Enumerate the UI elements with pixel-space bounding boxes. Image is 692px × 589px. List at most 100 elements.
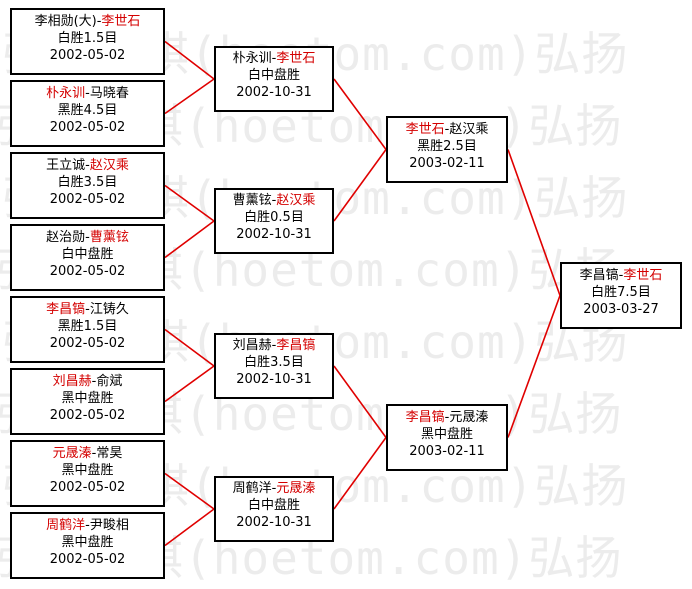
- match-result: 黑中盘胜: [420, 427, 473, 442]
- match-result: 白胜3.5目: [244, 355, 304, 370]
- match-date: 2002-05-02: [49, 480, 126, 495]
- match-result: 黑中盘胜: [61, 463, 114, 478]
- player-black: 刘昌赫: [232, 338, 272, 353]
- player-white: 曹薰铉: [89, 230, 129, 245]
- match-result: 黑胜2.5目: [417, 139, 477, 154]
- match-r2-3[interactable]: 刘昌赫-李昌镐白胜3.5目 2002-10-31: [214, 333, 334, 399]
- connector-r1m1-r2m1: [164, 40, 215, 80]
- player-white: 常昊: [96, 446, 123, 461]
- match-r1-7[interactable]: 元晟溱-常昊黑中盘胜 2002-05-02: [10, 440, 165, 507]
- player-separator: -: [271, 338, 277, 353]
- player-black: 李昌镐: [579, 268, 619, 283]
- match-date: 2002-05-02: [49, 336, 126, 351]
- match-date: 2002-05-02: [49, 192, 126, 207]
- match-result: 白胜1.5目: [57, 31, 118, 46]
- match-result: 黑中盘胜: [61, 535, 114, 550]
- player-separator: -: [85, 302, 90, 317]
- connector-r1m2-r2m1: [164, 78, 215, 115]
- player-white: 赵汉乘: [449, 122, 489, 137]
- match-date: 2002-10-31: [236, 85, 312, 100]
- match-players: 周鹤洋-尹畯相: [12, 517, 163, 534]
- player-white: 元晟溱: [449, 410, 489, 425]
- match-r1-8[interactable]: 周鹤洋-尹畯相黑中盘胜 2002-05-02: [10, 512, 165, 579]
- connector-r3m2-final: [507, 295, 561, 438]
- connector-r1m8-r2m4: [164, 508, 215, 547]
- match-date: 2002-05-02: [49, 120, 126, 135]
- player-white: 江铸久: [89, 302, 129, 317]
- player-separator: -: [271, 193, 277, 208]
- connector-r1m3-r2m2: [164, 184, 215, 222]
- player-separator: -: [618, 268, 624, 283]
- match-date: 2002-05-02: [49, 48, 126, 63]
- player-black: 李昌镐: [405, 410, 445, 425]
- match-result: 黑中盘胜: [61, 391, 114, 406]
- player-black: 刘昌赫: [52, 374, 92, 389]
- match-players: 李昌镐-江铸久: [12, 301, 163, 318]
- match-players: 朴永训-马晓春: [12, 85, 163, 102]
- match-date: 2002-05-02: [49, 264, 126, 279]
- match-date: 2002-05-02: [49, 552, 126, 567]
- match-r2-1[interactable]: 朴永训-李世石白中盘胜 2002-10-31: [214, 46, 334, 112]
- player-separator: -: [91, 446, 97, 461]
- connector-r1m7-r2m4: [164, 472, 215, 510]
- match-players: 李昌镐-元晟溱: [388, 409, 506, 426]
- match-date: 2002-10-31: [236, 372, 312, 387]
- match-players: 朴永训-李世石: [216, 50, 332, 67]
- player-white: 李昌镐: [276, 338, 316, 353]
- match-date: 2002-10-31: [236, 227, 312, 242]
- match-players: 赵治勋-曹薰铉: [12, 229, 163, 246]
- player-separator: -: [85, 158, 90, 173]
- match-r1-5[interactable]: 李昌镐-江铸久黑胜1.5目 2002-05-02: [10, 296, 165, 363]
- connector-r2m4-r3m2: [333, 437, 387, 510]
- match-result: 白中盘胜: [247, 498, 300, 513]
- match-players: 李昌镐-李世石: [562, 267, 680, 284]
- player-black: 周鹤洋: [46, 518, 86, 533]
- player-separator: -: [271, 481, 277, 496]
- match-date: 2002-10-31: [236, 515, 312, 530]
- player-black: 曹薰铉: [232, 193, 272, 208]
- player-black: 元晟溱: [52, 446, 92, 461]
- player-black: 李世石: [405, 122, 445, 137]
- player-white: 李世石: [623, 268, 663, 283]
- player-white: 元晟溱: [276, 481, 316, 496]
- match-result: 黑胜4.5目: [57, 103, 118, 118]
- player-black: 李相勋(大): [34, 14, 97, 29]
- player-separator: -: [85, 86, 90, 101]
- connector-r3m1-final: [507, 149, 561, 296]
- player-black: 周鹤洋: [232, 481, 272, 496]
- player-white: 李世石: [101, 14, 141, 29]
- player-separator: -: [444, 122, 450, 137]
- player-separator: -: [85, 518, 90, 533]
- match-players: 刘昌赫-俞斌: [12, 373, 163, 390]
- player-white: 赵汉乘: [89, 158, 129, 173]
- match-players: 李相勋(大)-李世石: [12, 13, 163, 30]
- match-date: 2002-05-02: [49, 408, 126, 423]
- player-white: 俞斌: [96, 374, 123, 389]
- player-separator: -: [91, 374, 97, 389]
- player-separator: -: [444, 410, 450, 425]
- connector-r1m4-r2m2: [164, 220, 215, 259]
- match-result: 白中盘胜: [247, 68, 300, 83]
- match-result: 白胜3.5目: [57, 175, 118, 190]
- match-date: 2003-02-11: [409, 444, 485, 459]
- match-players: 周鹤洋-元晟溱: [216, 480, 332, 497]
- player-separator: -: [96, 14, 102, 29]
- player-black: 朴永训: [232, 51, 272, 66]
- player-black: 王立诚: [46, 158, 86, 173]
- match-result: 白胜0.5目: [244, 210, 304, 225]
- connector-r2m1-r3m1: [333, 78, 387, 150]
- match-result: 黑胜1.5目: [57, 319, 118, 334]
- connector-r1m5-r2m3: [164, 328, 215, 367]
- match-players: 王立诚-赵汉乘: [12, 157, 163, 174]
- match-r1-2[interactable]: 朴永训-马晓春黑胜4.5目 2002-05-02: [10, 80, 165, 147]
